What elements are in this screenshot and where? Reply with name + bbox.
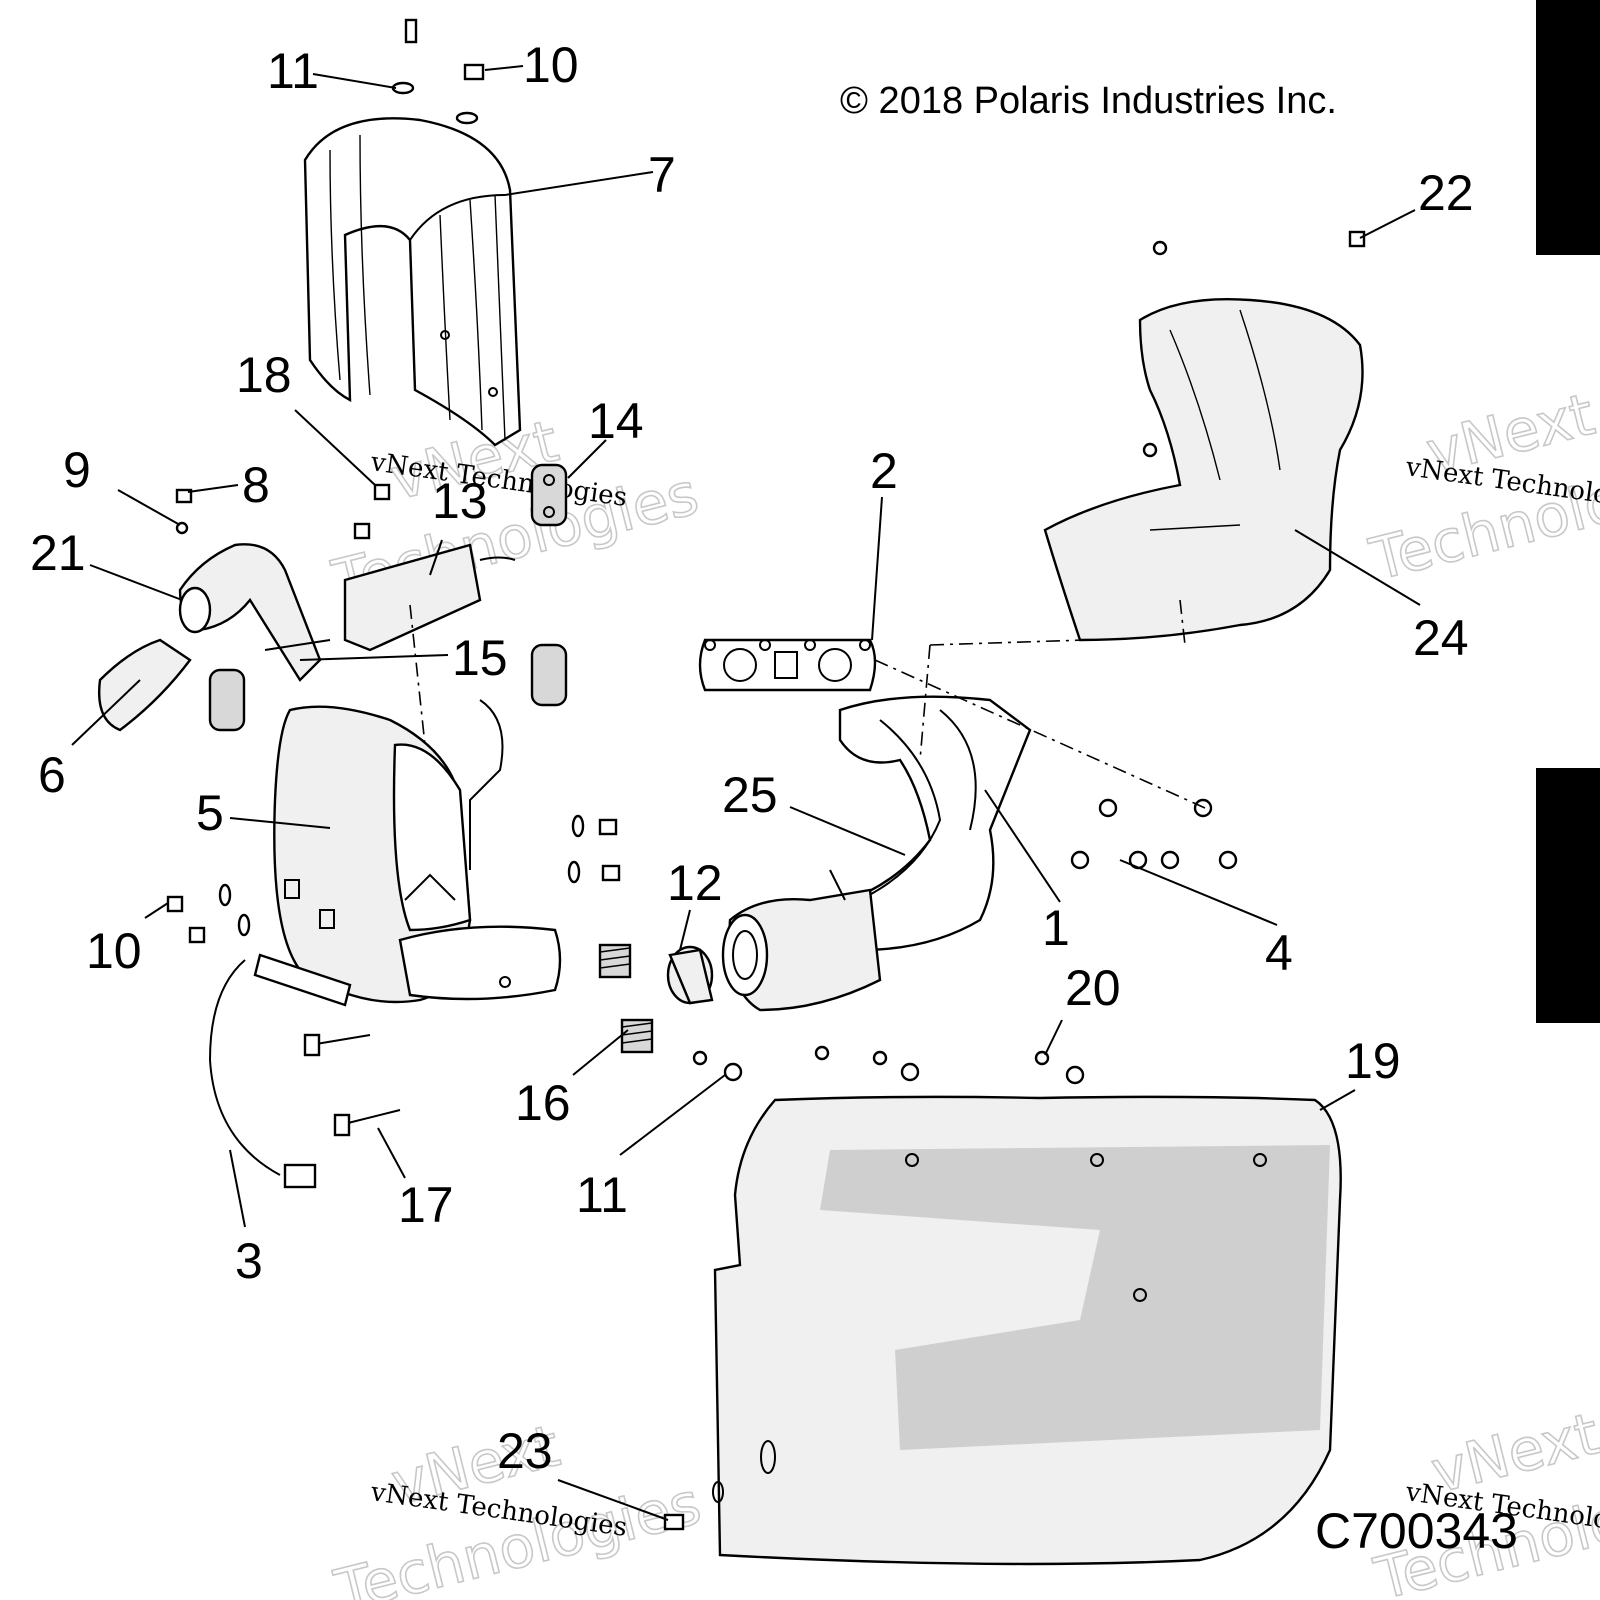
part-isolator [208, 668, 246, 732]
callout-16: 16 [515, 1075, 571, 1131]
part-exhaust-header [838, 695, 1032, 952]
part-oxygen-sensor [208, 953, 352, 1189]
drawing-number: C700343 [1315, 1503, 1518, 1559]
copyright-notice: © 2018 Polaris Industries Inc. [840, 80, 1337, 122]
callout-14: 14 [588, 393, 644, 449]
part-header-collector [721, 869, 882, 1012]
part-exhaust-tip [98, 638, 192, 732]
callout-25: 25 [722, 767, 778, 823]
callout-8: 8 [242, 457, 270, 513]
callout-22: 22 [1418, 165, 1474, 221]
watermark-group-4: vNext Technologies [1367, 1399, 1600, 1600]
callout-3: 3 [235, 1233, 263, 1289]
callout-1: 1 [1042, 900, 1070, 956]
watermark-group-3: vNext Technologies [327, 1411, 708, 1600]
callout-18: 18 [236, 347, 292, 403]
part-heat-shield-right [1043, 240, 1364, 642]
callout-11-lower: 11 [576, 1167, 628, 1223]
part-exhaust-gasket [698, 638, 877, 692]
assembly-line [929, 639, 1086, 646]
part-isolator [530, 463, 568, 527]
callout-20: 20 [1065, 960, 1121, 1016]
assembly-line [1179, 599, 1186, 646]
callout-11-upper: 11 [267, 43, 319, 99]
part-isolator [530, 643, 568, 707]
part-heat-shield-upper [303, 117, 522, 447]
side-tab-middle [1536, 768, 1600, 1023]
assembly-line [874, 659, 1206, 809]
part-spring [598, 943, 632, 979]
part-tube [264, 639, 504, 870]
callout-7: 7 [648, 147, 676, 203]
callout-21: 21 [30, 525, 86, 581]
part-spring [620, 1018, 654, 1054]
hardware-small-parts [166, 18, 1366, 1531]
callout-5: 5 [196, 785, 224, 841]
callout-2: 2 [870, 443, 898, 499]
callout-15: 15 [452, 630, 508, 686]
callout-4: 4 [1265, 925, 1293, 981]
part-heat-shield-lower [712, 1095, 1342, 1566]
callout-10-lower: 10 [86, 923, 142, 979]
side-tab-top [1536, 0, 1600, 255]
callout-23: 23 [497, 1423, 553, 1479]
part-exhaust-seal [666, 945, 714, 1005]
callout-17: 17 [398, 1177, 454, 1233]
part-bolt [303, 1033, 371, 1057]
part-exhaust-pipe [178, 543, 322, 682]
leader-lines [71, 65, 1421, 1521]
callout-24: 24 [1413, 610, 1469, 666]
callout-10-upper: 10 [523, 37, 579, 93]
callout-labels: 1 2 3 4 5 6 7 8 9 10 10 11 11 12 13 14 1… [30, 37, 1474, 1479]
callout-13: 13 [432, 473, 488, 529]
assembly-line [919, 644, 931, 761]
part-bolt [333, 1109, 401, 1137]
callout-12: 12 [667, 855, 723, 911]
callout-6: 6 [38, 747, 66, 803]
assembly-line [409, 604, 426, 746]
part-muffler [273, 705, 562, 1004]
callout-19: 19 [1345, 1033, 1401, 1089]
part-bracket [343, 543, 516, 652]
callout-9: 9 [63, 442, 91, 498]
